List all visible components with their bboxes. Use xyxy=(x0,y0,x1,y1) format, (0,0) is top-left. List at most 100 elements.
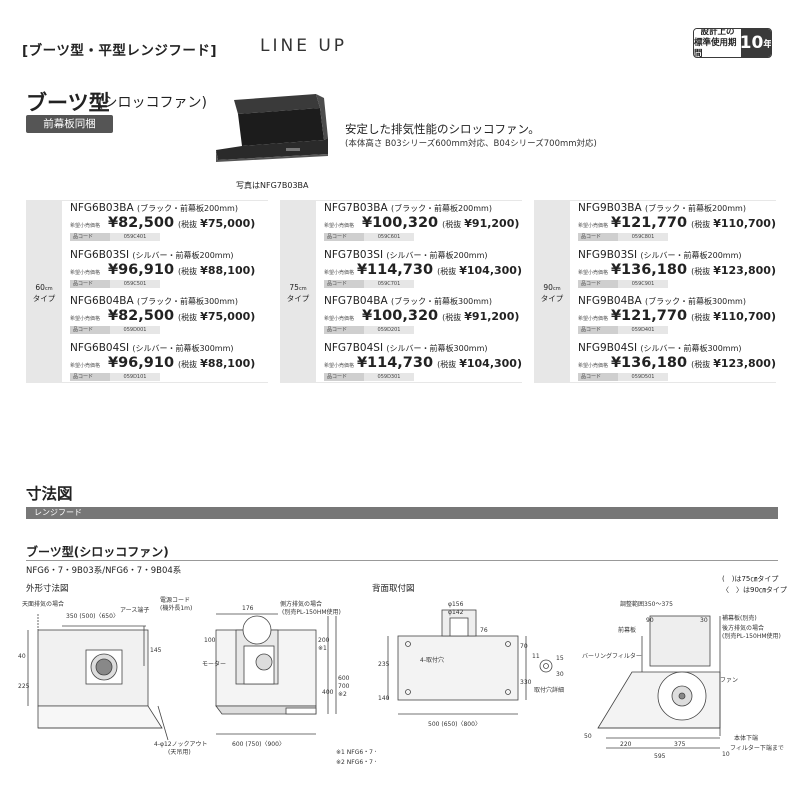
label-d140: 140 xyxy=(378,695,390,702)
model-name: NFG7B03BA xyxy=(324,202,388,214)
photo-caption: 写真はNFG7B03BA xyxy=(236,181,309,190)
price-excl-tax: ¥88,100) xyxy=(200,356,256,370)
model-spec: (ブラック・前幕板200mm) xyxy=(645,204,746,213)
label-top-exhaust: 天面排気の場合 xyxy=(22,600,64,608)
model-item: NFG7B04BA (ブラック・前幕板300mm) 希望小売価格¥100,320… xyxy=(324,295,520,334)
retail-price: ¥100,320 xyxy=(362,308,439,324)
badge-unit: 年 xyxy=(763,39,772,50)
model-item: NFG9B04SI (シルバー・前幕板300mm) 希望小売価格¥136,180… xyxy=(578,341,776,381)
label-filter: バーリングフィルター xyxy=(582,652,642,660)
label-d10: 10 xyxy=(722,751,730,758)
label-d30: 30 xyxy=(556,671,564,678)
price-excl-tax: ¥104,300) xyxy=(459,356,522,370)
product-code: 059D301 xyxy=(364,372,414,381)
label-fan: ファン xyxy=(720,677,738,684)
label-duct-plate: 補幕板(別売) xyxy=(722,614,757,622)
label-filter-bottom: フィルター下端まで xyxy=(730,744,784,752)
label-note2: ※2 NFG6・7・9 B04系は700 xyxy=(336,758,376,766)
retail-price: ¥82,500 xyxy=(108,215,175,231)
model-item: NFG6B04BA (ブラック・前幕板300mm) 希望小売価格¥82,500(… xyxy=(70,295,256,334)
label-d30: 30 xyxy=(700,617,708,624)
label-d70: 70 xyxy=(520,643,528,650)
model-name: NFG9B03SI xyxy=(578,248,638,261)
price-excl-tax: ¥123,800) xyxy=(713,356,776,370)
label-d90: 90 xyxy=(646,617,654,624)
label-side-exhaust-opt: (別売PL-150HM使用) xyxy=(282,608,341,616)
model-spec: (シルバー・前幕板300mm) xyxy=(132,343,234,353)
retail-price: ¥114,730 xyxy=(356,354,434,371)
label-d595: 595 xyxy=(654,753,666,760)
model-item: NFG6B03BA (ブラック・前幕板200mm) 希望小売価格¥82,500(… xyxy=(70,202,256,241)
price-excl-tax: ¥104,300) xyxy=(459,263,522,277)
product-title: ブーツ型 xyxy=(26,91,110,115)
label-motor: モーター xyxy=(202,660,226,668)
front-panel-tag: 前幕板同梱 xyxy=(26,115,113,133)
label-dim-145: 145 xyxy=(150,647,162,654)
price-excl-tax: ¥75,000) xyxy=(200,310,256,323)
model-item: NFG7B03BA (ブラック・前幕板200mm) 希望小売価格¥100,320… xyxy=(324,202,520,241)
model-name: NFG6B04SI xyxy=(70,341,130,354)
model-spec: (シルバー・前幕板300mm) xyxy=(386,343,488,353)
model-spec: (シルバー・前幕板200mm) xyxy=(386,250,488,260)
label-dim-600: 600 xyxy=(338,675,350,682)
model-item: NFG9B03SI (シルバー・前幕板200mm) 希望小売価格¥136,180… xyxy=(578,248,776,288)
product-code: 059C601 xyxy=(364,233,414,241)
label-dim-176: 176 xyxy=(242,605,254,612)
retail-price: ¥121,770 xyxy=(610,215,688,231)
dimensions-bar: レンジフード xyxy=(26,507,778,519)
label-side-exhaust: 側方排気の場合 xyxy=(280,600,322,608)
model-spec: (シルバー・前幕板200mm) xyxy=(640,250,742,260)
category-title: [ブーツ型・平型レンジフード] xyxy=(22,43,218,59)
label-dim-700: 700 xyxy=(338,683,350,690)
label-cord-length: (機外長1m) xyxy=(160,604,192,612)
lineup-title: LINE UP xyxy=(260,36,348,56)
label-front-panel: 前幕板 xyxy=(618,626,636,634)
model-name: NFG6B03BA xyxy=(70,202,134,214)
price-excl-tax: ¥88,100) xyxy=(200,263,256,277)
label-hole-detail: 取付穴詳細 xyxy=(534,686,564,694)
product-code: 059D501 xyxy=(618,372,668,381)
label-dim-40: 40 xyxy=(18,653,26,660)
product-code: 059D101 xyxy=(110,372,160,381)
model-spec: (ブラック・前幕板300mm) xyxy=(645,297,746,306)
label-d142: φ142 xyxy=(448,609,464,616)
product-description: 安定した排気性能のシロッコファン。 xyxy=(345,122,540,136)
model-name: NFG9B04SI xyxy=(578,341,638,354)
model-item: NFG6B04SI (シルバー・前幕板300mm) 希望小売価格¥96,910(… xyxy=(70,341,256,381)
label-knockout: 4-φ12ノックアウト xyxy=(154,740,207,748)
model-item: NFG9B03BA (ブラック・前幕板200mm) 希望小売価格¥121,770… xyxy=(578,202,776,241)
label-width-top: 350 (500)〈650〉 xyxy=(66,613,119,620)
price-excl-tax: ¥91,200) xyxy=(464,310,520,323)
price-excl-tax: ¥123,800) xyxy=(713,263,776,277)
label-note1: ※1 NFG6・7・9 B04系は300 xyxy=(336,748,376,756)
label-d15: 15 xyxy=(556,655,564,662)
series-label: NFG6・7・9B03系/NFG6・7・9B04系 xyxy=(26,566,182,576)
product-subtitle: (シロッコファン) xyxy=(98,95,207,111)
label-adjust-range: 調整範囲350～375 xyxy=(620,600,673,608)
model-spec: (シルバー・前幕板200mm) xyxy=(132,250,234,260)
product-code: 059D201 xyxy=(364,326,414,334)
dimensions-subtitle: ブーツ型(シロッコファン) xyxy=(26,545,169,559)
label-body-bottom: 本体下端 xyxy=(734,734,758,742)
model-spec: (ブラック・前幕板300mm) xyxy=(137,297,238,306)
product-code: 059C901 xyxy=(618,279,668,288)
label-width-bottom: 600 (750)〈900〉 xyxy=(232,741,285,748)
model-name: NFG6B04BA xyxy=(70,295,134,307)
retail-price: ¥136,180 xyxy=(610,261,688,278)
product-description-note: (本体高さ B03シリーズ600mm対応、B04シリーズ700mm対応) xyxy=(345,139,597,149)
model-name: NFG7B04SI xyxy=(324,341,384,354)
price-excl-tax: ¥110,700) xyxy=(713,217,776,230)
model-spec: (ブラック・前幕板200mm) xyxy=(391,204,492,213)
model-spec: (ブラック・前幕板300mm) xyxy=(391,297,492,306)
product-code: 059D401 xyxy=(618,326,668,334)
model-item: NFG7B03SI (シルバー・前幕板200mm) 希望小売価格¥114,730… xyxy=(324,248,522,288)
label-mark2: ※2 xyxy=(338,691,347,698)
label-d235: 235 xyxy=(378,661,390,668)
label-d11: 11 xyxy=(532,653,540,660)
back-drawing-label: 背面取付図 xyxy=(372,584,415,594)
price-excl-tax: ¥91,200) xyxy=(464,217,520,230)
